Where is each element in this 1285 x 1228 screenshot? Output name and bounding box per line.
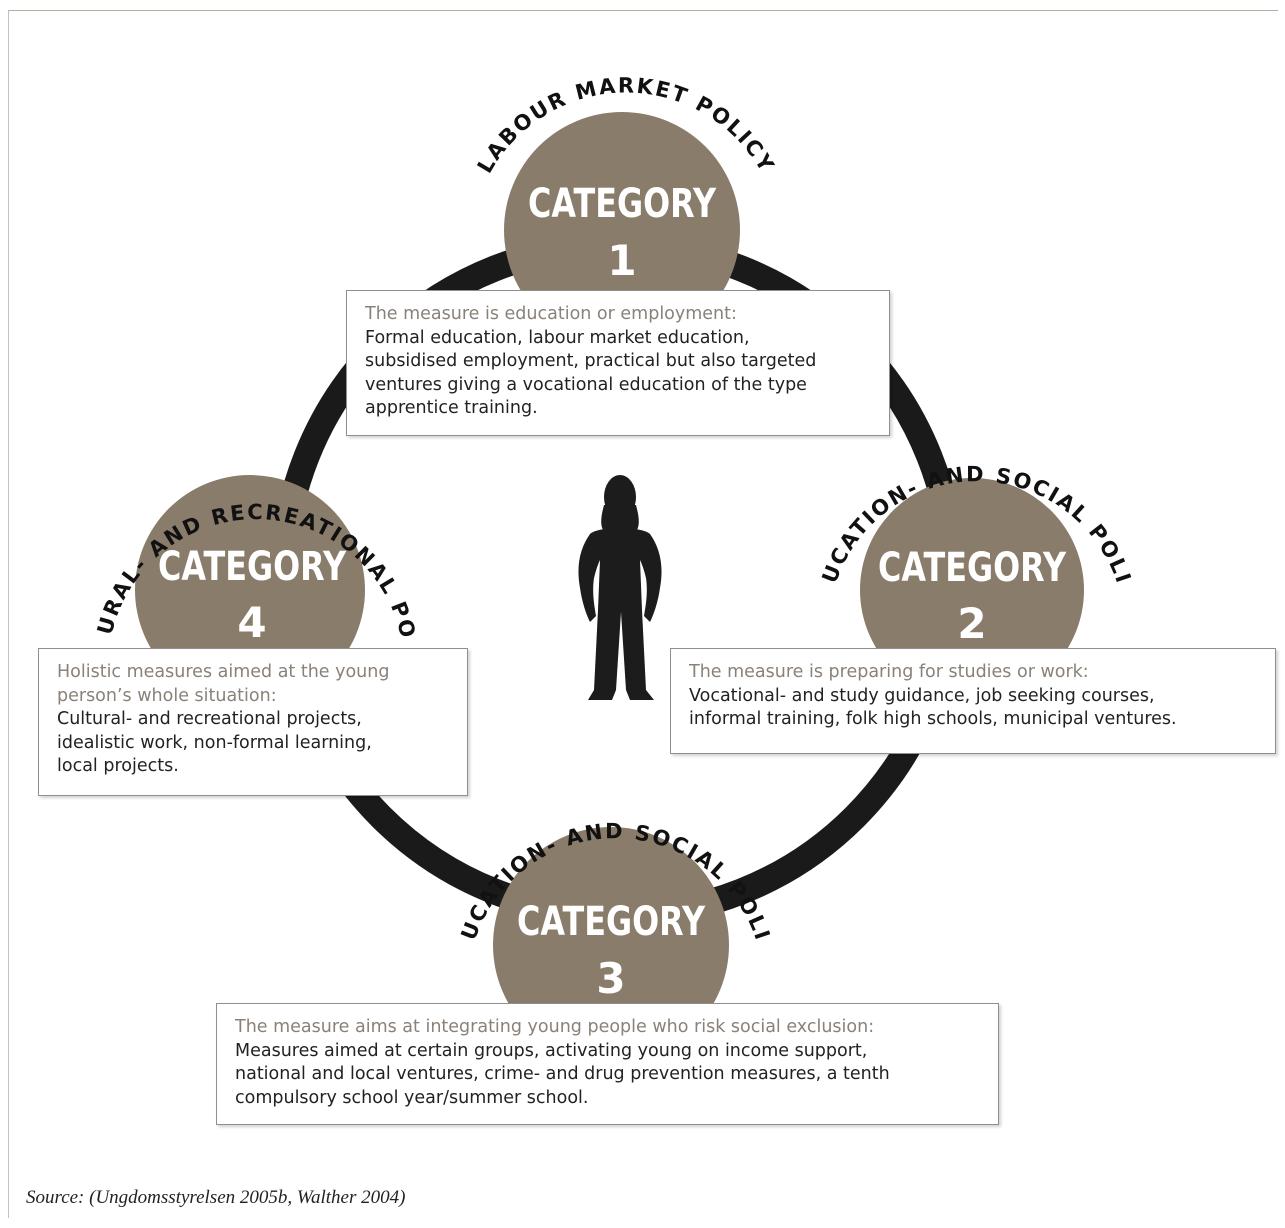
category-4-circle — [135, 475, 365, 705]
category-4-description: Holistic measures aimed at the young per… — [38, 648, 468, 796]
category-1-line-4: apprentice training. — [365, 398, 538, 418]
category-1-line-2: subsidised employment, practical but als… — [365, 351, 817, 371]
category-3-lead: The measure aims at integrating young pe… — [235, 1017, 875, 1037]
category-4-title: CATEGORY — [158, 544, 347, 590]
category-1-lead: The measure is education or employment: — [365, 304, 737, 324]
category-2-number: 2 — [957, 599, 986, 648]
category-2-description: The measure is preparing for studies or … — [670, 648, 1276, 754]
category-3-title: CATEGORY — [517, 899, 706, 945]
category-3-line-1: Measures aimed at certain groups, activa… — [235, 1040, 868, 1061]
category-2-lead: The measure is preparing for studies or … — [689, 662, 1089, 682]
figure-frame — [8, 10, 1278, 1218]
category-1-circle — [504, 112, 740, 348]
category-3-description: The measure aims at integrating young pe… — [216, 1003, 999, 1125]
source-citation: Source: (Ungdomsstyrelsen 2005b, Walther… — [26, 1187, 406, 1208]
category-2-circle — [860, 478, 1084, 702]
category-4-line-3: local projects. — [57, 756, 179, 776]
category-2-line-2: informal training, folk high schools, mu… — [689, 709, 1177, 729]
category-3-number: 3 — [596, 954, 625, 1003]
category-4-number: 4 — [237, 598, 266, 647]
category-3-line-3: compulsory school year/summer school. — [235, 1087, 589, 1108]
category-1-number: 1 — [607, 236, 636, 285]
category-4-lead-line-2: person’s whole situation: — [57, 685, 277, 706]
category-1-description: The measure is education or employment: … — [346, 290, 890, 436]
category-2-title: CATEGORY — [878, 545, 1067, 591]
young-person-icon — [578, 475, 662, 700]
category-1-line-3: ventures giving a vocational education o… — [365, 374, 807, 395]
category-4-lead-line-1: Holistic measures aimed at the young — [57, 662, 390, 682]
category-1-title: CATEGORY — [528, 181, 717, 227]
category-1-line-1: Formal education, labour market educatio… — [365, 327, 750, 348]
category-4-line-1: Cultural- and recreational projects, — [57, 709, 362, 729]
category-4-line-2: idealistic work, non-formal learning, — [57, 732, 372, 753]
category-2-line-1: Vocational- and study guidance, job seek… — [689, 685, 1155, 706]
category-3-line-2: national and local ventures, crime- and … — [235, 1064, 890, 1084]
